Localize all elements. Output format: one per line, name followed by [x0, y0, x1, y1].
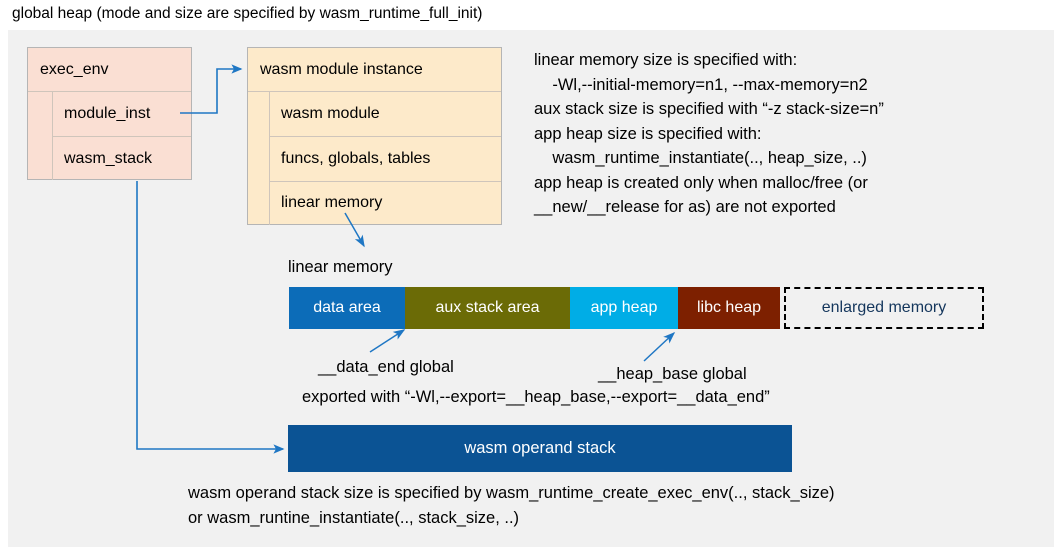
linear-memory-notes: linear memory size is specified with: -W… [534, 51, 884, 216]
exec-env-header: exec_env [28, 48, 191, 92]
page-title: global heap (mode and size are specified… [12, 5, 483, 22]
memory-segment-app-heap: app heap [570, 287, 678, 329]
exec-env-gutter [28, 92, 53, 180]
exec-env-rows: module_inst wasm_stack [53, 92, 191, 180]
annotation-heap-base: __heap_base global [598, 365, 747, 383]
module-instance-body: wasm module funcs, globals, tables linea… [248, 92, 501, 225]
linear-memory-bar: data area aux stack area app heap libc h… [289, 287, 984, 329]
module-instance-field-linear-memory: linear memory [270, 180, 501, 225]
annotation-exported-with: exported with “-Wl,--export=__heap_base,… [302, 388, 770, 406]
memory-segment-libc-heap: libc heap [678, 287, 780, 329]
exec-env-box: exec_env module_inst wasm_stack [27, 47, 192, 180]
exec-env-field-module-inst: module_inst [64, 105, 151, 122]
module-instance-field-funcs-globals-tables: funcs, globals, tables [270, 136, 501, 180]
memory-segment-aux-stack-area: aux stack area [405, 287, 570, 329]
exec-env-field-wasm-stack: wasm_stack [53, 136, 191, 180]
memory-segment-data-area: data area [289, 287, 405, 329]
module-instance-rows: wasm module funcs, globals, tables linea… [270, 92, 501, 225]
linear-memory-bar-label: linear memory [288, 258, 393, 276]
module-instance-header: wasm module instance [248, 48, 501, 92]
module-instance-field-wasm-module: wasm module [281, 105, 380, 123]
operand-stack-notes: wasm operand stack size is specified by … [188, 484, 835, 527]
exec-env-body: module_inst wasm_stack [28, 92, 191, 180]
wasm-operand-stack-box: wasm operand stack [288, 425, 792, 472]
wasm-module-instance-box: wasm module instance wasm module funcs, … [247, 47, 502, 225]
wasm-operand-stack-label: wasm operand stack [464, 439, 616, 457]
module-instance-gutter [248, 92, 270, 225]
memory-segment-enlarged-memory: enlarged memory [784, 287, 984, 329]
annotation-data-end: __data_end global [318, 358, 454, 376]
